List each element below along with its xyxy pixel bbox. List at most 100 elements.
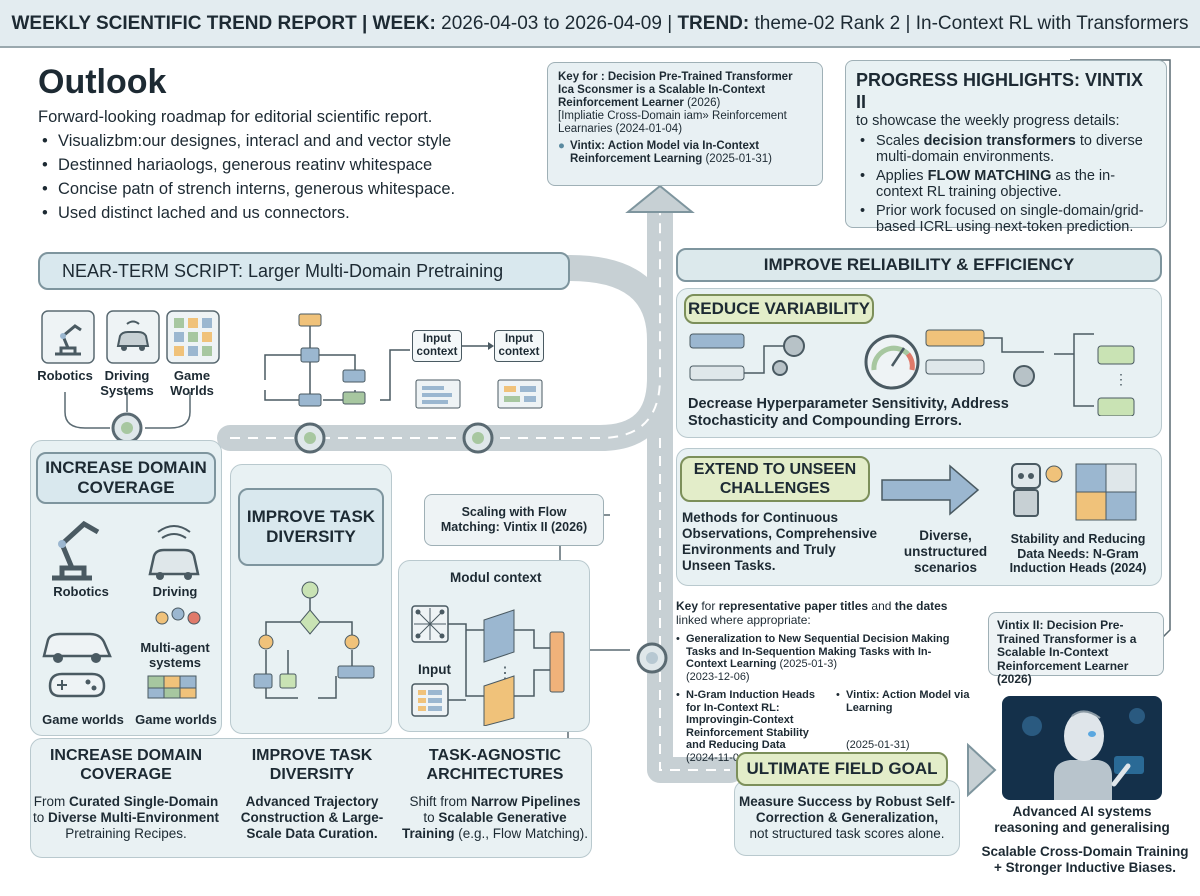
report-header: WEEKLY SCIENTIFIC TREND REPORT | WEEK: 2… (0, 0, 1200, 48)
key-top-item2-date: (2025-01-31) (702, 153, 772, 165)
outlook-title: Outlook (38, 63, 167, 101)
key-mid-c: representative paper titles (718, 599, 869, 613)
key-top-line5: Learnaries (2024-01-04) (558, 123, 683, 135)
c1-a: From (33, 794, 69, 809)
key-mid-p2: N-Gram Induction Heads for In-Context RL… (686, 689, 815, 751)
near-term-banner: NEAR-TERM SCRIPT: Larger Multi-Domain Pr… (38, 252, 570, 290)
progress-b1-bold: decision transformers (923, 133, 1076, 149)
game-world-icon (166, 310, 220, 364)
c3-d: Scalable Generative (438, 810, 567, 825)
c1-text: From Curated Single-Domain to Diverse Mu… (30, 794, 222, 842)
progress-title: PROGRESS HIGHLIGHTS: VINTIX II (856, 70, 1144, 112)
domain-icon-label: Robotics (53, 584, 109, 599)
domain-icon-label: Game worlds (135, 712, 217, 727)
arch-input-label: Input (418, 662, 451, 677)
c1-title: INCREASE DOMAIN COVERAGE (49, 747, 202, 783)
progress-b3: Prior work focused on single-domain/grid… (856, 203, 1156, 235)
context-doc-icon (380, 342, 543, 409)
big-arrow-icon (881, 464, 980, 516)
domain-icon-label: Multi-agent systems (140, 640, 210, 670)
c3-a: Shift from (409, 794, 471, 809)
key-mid-p1-date1: (2025-01-3) (776, 658, 838, 670)
variability-flow-icon: ⋮ (689, 329, 1135, 416)
key-mid-p1-date2: (2023-12-06) (686, 670, 750, 683)
key-mid-p2-date: (2024-11-04) (686, 751, 749, 764)
outlook-bullet: Concise patn of strench interns, generou… (38, 177, 498, 201)
key-mid-a: Key (676, 599, 699, 613)
header-trend-label: TREND: (677, 13, 750, 34)
extend-unseen-text: Methods for Continuous Observations, Com… (682, 510, 878, 573)
small-flowchart-icon (264, 313, 366, 407)
c3-e: Training (401, 826, 455, 841)
goal-title: ULTIMATE FIELD GOAL (736, 752, 948, 786)
input-context-box: Input context (412, 330, 462, 362)
c3-title: TASK-AGNOSTIC ARCHITECTURES (426, 747, 564, 783)
domain-icons (42, 520, 201, 699)
goal-text-bold: Measure Success by Robust Self-Correctio… (738, 794, 956, 825)
key-top-item2-b: Reinforcement Learning (570, 153, 703, 165)
c2-title: IMPROVE TASK DIVERSITY (251, 747, 373, 783)
progress-b2-post: as the in-context RL training objective. (876, 168, 1116, 200)
key-mid-b: for (698, 599, 719, 613)
diverse-scenarios-label: Diverse, unstructured scenarios (903, 528, 988, 575)
progress-subtitle: to showcase the weekly progress details: (856, 113, 1120, 129)
progress-b2-bold: FLOW MATCHING (927, 168, 1052, 184)
c1-e: Pretraining Recipes. (65, 826, 187, 841)
c3-b: Narrow Pipelines (470, 794, 581, 809)
right-arrow-head (967, 742, 997, 798)
ai-caption: Advanced AI systems reasoning and genera… (994, 804, 1170, 835)
header-trend: theme-02 Rank 2 | In-Context RL with Tra… (749, 13, 1189, 34)
task-flowchart-icon (253, 581, 375, 699)
key-mid-p3-date: (2025-01-31) (846, 739, 910, 751)
key-top-box: Key for : Decision Pre-Trained Transform… (547, 62, 823, 186)
domain-icon-label: Driving (152, 584, 198, 599)
c2-text: Advanced Trajectory Construction & Large… (240, 794, 384, 841)
vintix-note: Vintix II: Decision Pre-Trained Transfor… (988, 612, 1164, 686)
car-icon (106, 310, 160, 364)
outlook-subtitle: Forward-looking roadmap for editorial sc… (38, 108, 433, 126)
top-icon-row: Robotics Driving Systems Game Worlds (36, 310, 226, 400)
key-mid-p3: Vintix: Action Model via Learning (846, 689, 970, 714)
road-nodes (111, 412, 668, 674)
key-mid-p1: Generalization to New Sequential Decisio… (686, 633, 950, 670)
outlook-bullet: Visualizbm:our designes, interacl and an… (38, 129, 498, 153)
c3-c: to (423, 810, 439, 825)
domain-title: INCREASE DOMAIN COVERAGE (36, 452, 216, 504)
task-title: IMPROVE TASK DIVERSITY (238, 488, 384, 566)
key-mid-d: and (868, 599, 895, 613)
key-top-line3-date: (2026) (683, 97, 721, 109)
svg-text:⋮: ⋮ (1114, 371, 1128, 387)
progress-b1-pre: Scales (876, 133, 924, 149)
ai-final: Scalable Cross-Domain Training + Stronge… (981, 844, 1189, 875)
top-icon-label: Robotics (37, 368, 93, 383)
c1-d: Diverse Multi-Environment (47, 810, 220, 825)
key-top-line2: Ica Sconsmer is a Scalable In-Context (558, 84, 766, 96)
domain-icon-label: Game worlds (42, 712, 124, 727)
modul-context-label: Modul context (450, 570, 542, 585)
top-icon-label: Driving Systems (100, 368, 154, 398)
progress-b1-post: to diverse multi-domain environments. (876, 133, 1143, 165)
stability-caption: Stability and Reducing Data Needs: N-Gra… (1009, 532, 1147, 575)
extend-unseen-title: EXTEND TO UNSEEN CHALLENGES (680, 456, 870, 502)
c3-f: (e.g., Flow Matching). (454, 826, 589, 841)
key-top-line4: [Impliatie Cross-Domain iam» Reinforceme… (558, 110, 787, 122)
bottom-summary-panel (30, 738, 592, 858)
ai-humanoid-image (1002, 696, 1162, 800)
input-context-box: Input context (494, 330, 544, 362)
key-top-line3: Reinforcement Learner (558, 97, 684, 109)
reduce-variability-title: REDUCE VARIABILITY (684, 294, 874, 324)
flow-matching-note: Scaling with Flow Matching: Vintix II (2… (424, 494, 604, 546)
progress-b2-pre: Applies (876, 168, 928, 184)
robot-arm-icon (41, 310, 95, 364)
header-label: WEEKLY SCIENTIFIC TREND REPORT | WEEK: (11, 13, 436, 34)
reduce-variability-text: Decrease Hyperparameter Sensitivity, Add… (688, 396, 1009, 429)
key-mid-block: Key for representative paper titles and … (676, 599, 972, 763)
c3-text: Shift from Narrow Pipelines to Scalable … (398, 794, 592, 842)
key-top-item2-a: Vintix: Action Model via In-Context (570, 140, 760, 152)
goal-panel (734, 780, 960, 856)
progress-highlights: PROGRESS HIGHLIGHTS: VINTIX II to showca… (845, 60, 1167, 235)
c1-c: to (32, 810, 48, 825)
key-top-line1: Key for : Decision Pre-Trained Transform… (558, 71, 793, 83)
goal-text: Measure Success by Robust Self-Correctio… (736, 794, 958, 842)
